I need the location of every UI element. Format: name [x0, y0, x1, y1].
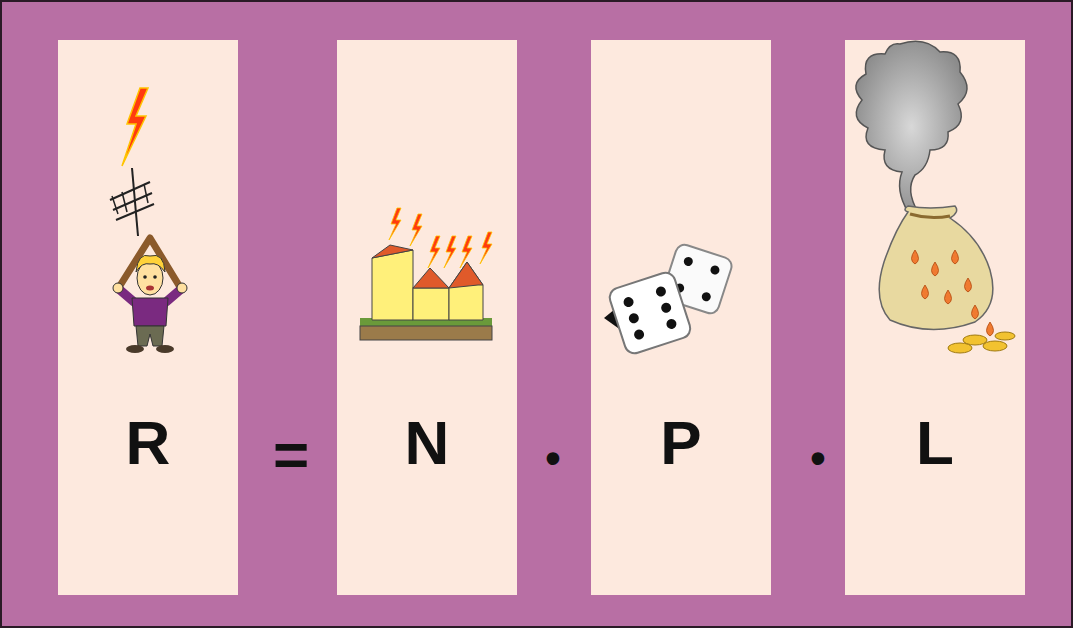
- formula-letter: L: [845, 412, 1025, 474]
- formula-letter: N: [337, 412, 517, 474]
- formula-operator: •: [810, 436, 825, 480]
- formula-operator: =: [273, 424, 309, 486]
- formula-letter: P: [591, 412, 771, 474]
- formula-letter: R: [58, 412, 238, 474]
- formula-operator: •: [545, 436, 560, 480]
